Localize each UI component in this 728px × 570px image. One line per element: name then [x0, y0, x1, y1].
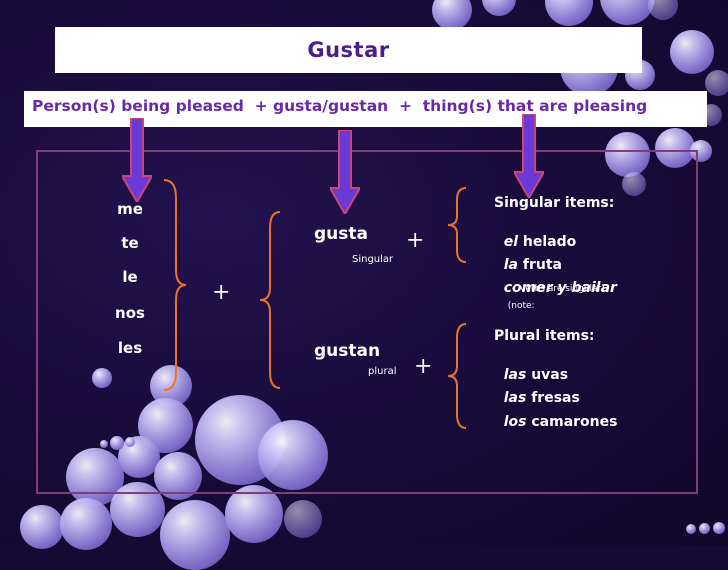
plural-item-3: los camarones — [503, 414, 618, 430]
pronoun-me: me — [117, 200, 143, 218]
singular-item-3: comer y bailar (note: — [503, 280, 617, 311]
formula-text: Person(s) being pleased + gusta/gustan +… — [32, 97, 648, 115]
plus-sign: + — [406, 228, 425, 253]
plus-sign: + — [212, 280, 231, 305]
verb-gusta-note: Singular — [352, 254, 394, 265]
opening-brace — [447, 323, 467, 429]
plural-heading: Plural items: — [494, 328, 595, 344]
singular-item-3-note: verbs are singular) — [520, 284, 605, 294]
verb-gusta: gusta — [314, 224, 368, 244]
pronoun-le: le — [122, 268, 138, 286]
page-title: Gustar — [307, 38, 390, 62]
singular-heading: Singular items: — [494, 195, 615, 211]
pronoun-te: te — [121, 234, 139, 252]
down-arrow-icon — [330, 130, 360, 214]
down-arrow-icon — [122, 118, 152, 202]
verb-gustan: gustan — [314, 341, 381, 361]
verb-gustan-note: plural — [368, 366, 397, 377]
singular-item-2: la fruta — [503, 257, 562, 273]
closing-brace — [163, 179, 187, 391]
title-banner: Gustar — [55, 27, 642, 73]
singular-item-1: el helado — [503, 234, 577, 250]
content-frame — [36, 150, 698, 494]
pronoun-nos: nos — [115, 304, 145, 322]
down-arrow-icon — [514, 114, 544, 198]
plural-item-1: las uvas — [503, 367, 569, 383]
opening-brace — [447, 187, 467, 263]
plus-sign: + — [414, 354, 433, 379]
pronoun-les: les — [117, 339, 143, 357]
plural-item-2: las fresas — [503, 390, 580, 406]
opening-brace — [259, 211, 281, 389]
